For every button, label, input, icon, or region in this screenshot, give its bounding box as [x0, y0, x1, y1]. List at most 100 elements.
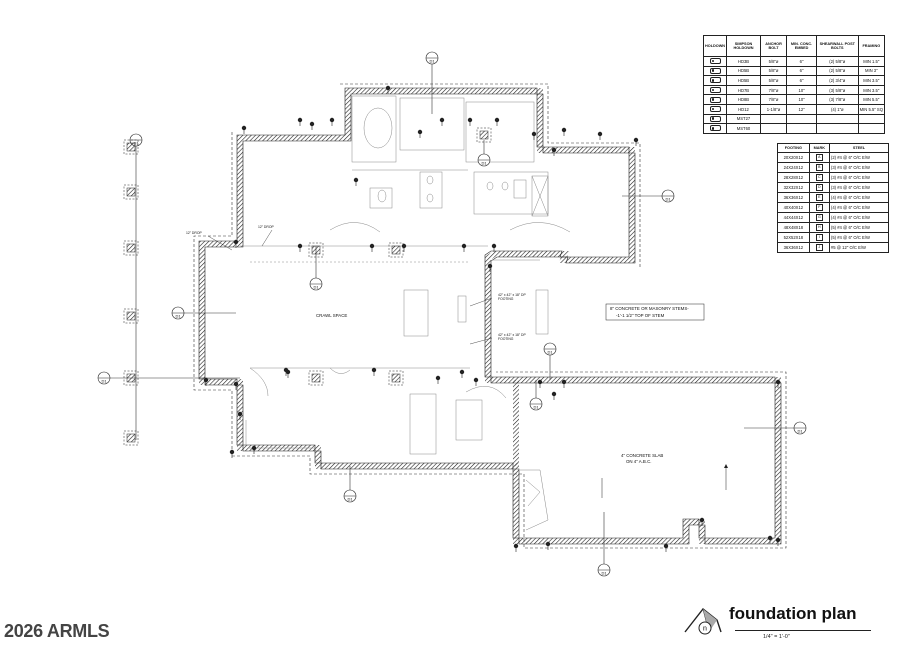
holdown-symbol-cell [702, 123, 728, 134]
holdown-bolts-cell [815, 123, 859, 134]
holdown-bolts-cell: (4) 1"ø [815, 103, 859, 115]
footing-mark-cell: E [808, 192, 830, 203]
footing-mark-cell: F [808, 202, 830, 213]
pier-footing [388, 242, 404, 258]
holdown-pin-icon [467, 117, 473, 126]
section-bubble: D1 [477, 153, 491, 167]
footing-mark-icon: C [815, 174, 823, 181]
pier-footing [123, 184, 139, 200]
footing-table-header: FOOTING MARK STEEL [777, 143, 890, 153]
holdown-pin-icon [597, 131, 603, 140]
footing-size-cell: 52X52X18 [777, 232, 810, 243]
holdown-embed-cell: 10" [786, 94, 817, 105]
holdown-pin-icon [551, 147, 557, 156]
footing-mark-cell: C [808, 172, 830, 183]
footing-mark-cell: A [808, 152, 830, 163]
holdown-framing-cell [857, 113, 886, 125]
scale-label: 1/4" = 1'-0" [763, 634, 790, 640]
holdown-pin-icon [439, 117, 445, 126]
holdown-symbol-cell [702, 56, 728, 67]
footing-size-cell: 40X40X12 [777, 202, 810, 213]
footing-size-cell: 36X36X12 [777, 242, 810, 253]
holdown-pin-icon [297, 117, 303, 126]
section-bubble-label: D1 [133, 141, 139, 146]
holdown-symbol-cell [702, 113, 728, 125]
holdown-pin-icon [775, 537, 781, 546]
footing-note-a2: FOOTING [498, 297, 514, 301]
section-bubble-label: D1 [547, 350, 553, 355]
footing-mark-icon: B [815, 164, 823, 171]
section-bubble: D1 [343, 489, 357, 503]
section-bubble: D1 [309, 277, 323, 291]
holdown-pin-icon [251, 445, 257, 454]
footing-header-mark: MARK [808, 143, 830, 153]
holdown-model-cell: MST60 [726, 123, 761, 134]
holdown-pin-icon [435, 375, 441, 384]
holdown-pin-icon [371, 367, 377, 376]
holdown-pin-icon [767, 535, 773, 544]
holdown-anchor-cell: 5/8"ø [759, 65, 788, 77]
slab-note-line2: ON 4" A.B.C. [626, 459, 651, 464]
holdown-anchor-cell: 5/8"ø [759, 56, 788, 67]
holdown-anchor-cell: 7/8"ø [759, 84, 788, 96]
holdown-pin-icon [561, 379, 567, 388]
holdown-pin-icon [491, 243, 497, 252]
holdown-symbol-icon [709, 115, 721, 122]
holdown-symbol-cell [702, 103, 728, 115]
holdown-framing-cell: MIN 5.5" SQ [857, 103, 886, 115]
holdown-bolts-cell: (3) 7/8"ø [815, 94, 859, 105]
section-bubble-label: D1 [665, 197, 671, 202]
pier-footing [123, 308, 139, 324]
holdown-pin-icon [353, 177, 359, 186]
footing-mark-icon: E [815, 194, 823, 201]
pier-footing [476, 127, 492, 143]
section-bubble-label: D1 [797, 429, 803, 434]
pier-footing [308, 242, 324, 258]
holdown-model-cell: HD5B [726, 65, 761, 77]
footing-mark-icon: G [815, 214, 823, 221]
plan-notes: CRAWL SPACE 8" CONCRETE OR MASONRY STEMS… [186, 225, 728, 498]
pier-footing [123, 370, 139, 386]
pier-footing [123, 139, 139, 155]
holdown-pin-icon [385, 85, 391, 94]
holdown-pin-icon [233, 239, 239, 248]
section-bubble: D1 [793, 421, 807, 435]
pier-footings [123, 127, 492, 446]
holdown-bolts-cell: (2) 3/4"ø [815, 75, 859, 86]
holdown-pin-icon [459, 369, 465, 378]
footing-steel-cell: (4) #4 @ 6" O/C E/W [828, 192, 890, 203]
holdown-bolts-cell: (2) 5/8"ø [815, 65, 859, 77]
footing-mark-cell: J [808, 242, 830, 253]
footing-note-b1: 42" x 42" x 18" DP [498, 333, 526, 337]
holdown-model-cell: MST27 [726, 113, 761, 125]
holdown-pin-icon [461, 243, 467, 252]
holdown-pin-icon [229, 449, 235, 458]
holdown-framing-cell: MIN 1.5" [857, 56, 886, 67]
footing-size-cell: 44X44X12 [777, 212, 810, 223]
holdown-pin-icon [545, 541, 551, 550]
holdown-model-cell: HD12 [726, 103, 761, 115]
holdown-pin-icon [233, 381, 239, 390]
holdown-symbol-cell [702, 84, 728, 96]
holdown-pin-icon [329, 117, 335, 126]
holdown-bolts-cell: (2) 5/8"ø [815, 56, 859, 67]
holdown-embed-cell: 6" [786, 75, 817, 86]
holdown-embed-cell: 6" [786, 56, 817, 67]
holdown-symbol-cell [702, 75, 728, 86]
pier-footing [123, 240, 139, 256]
crawl-space-label: CRAWL SPACE [316, 313, 347, 318]
holdown-header-anchor: ANCHOR BOLT [759, 35, 788, 57]
section-bubble: D1 [543, 342, 557, 356]
holdown-pin-icon [297, 243, 303, 252]
holdown-pin-icon [369, 243, 375, 252]
holdown-anchor-cell [759, 113, 788, 125]
